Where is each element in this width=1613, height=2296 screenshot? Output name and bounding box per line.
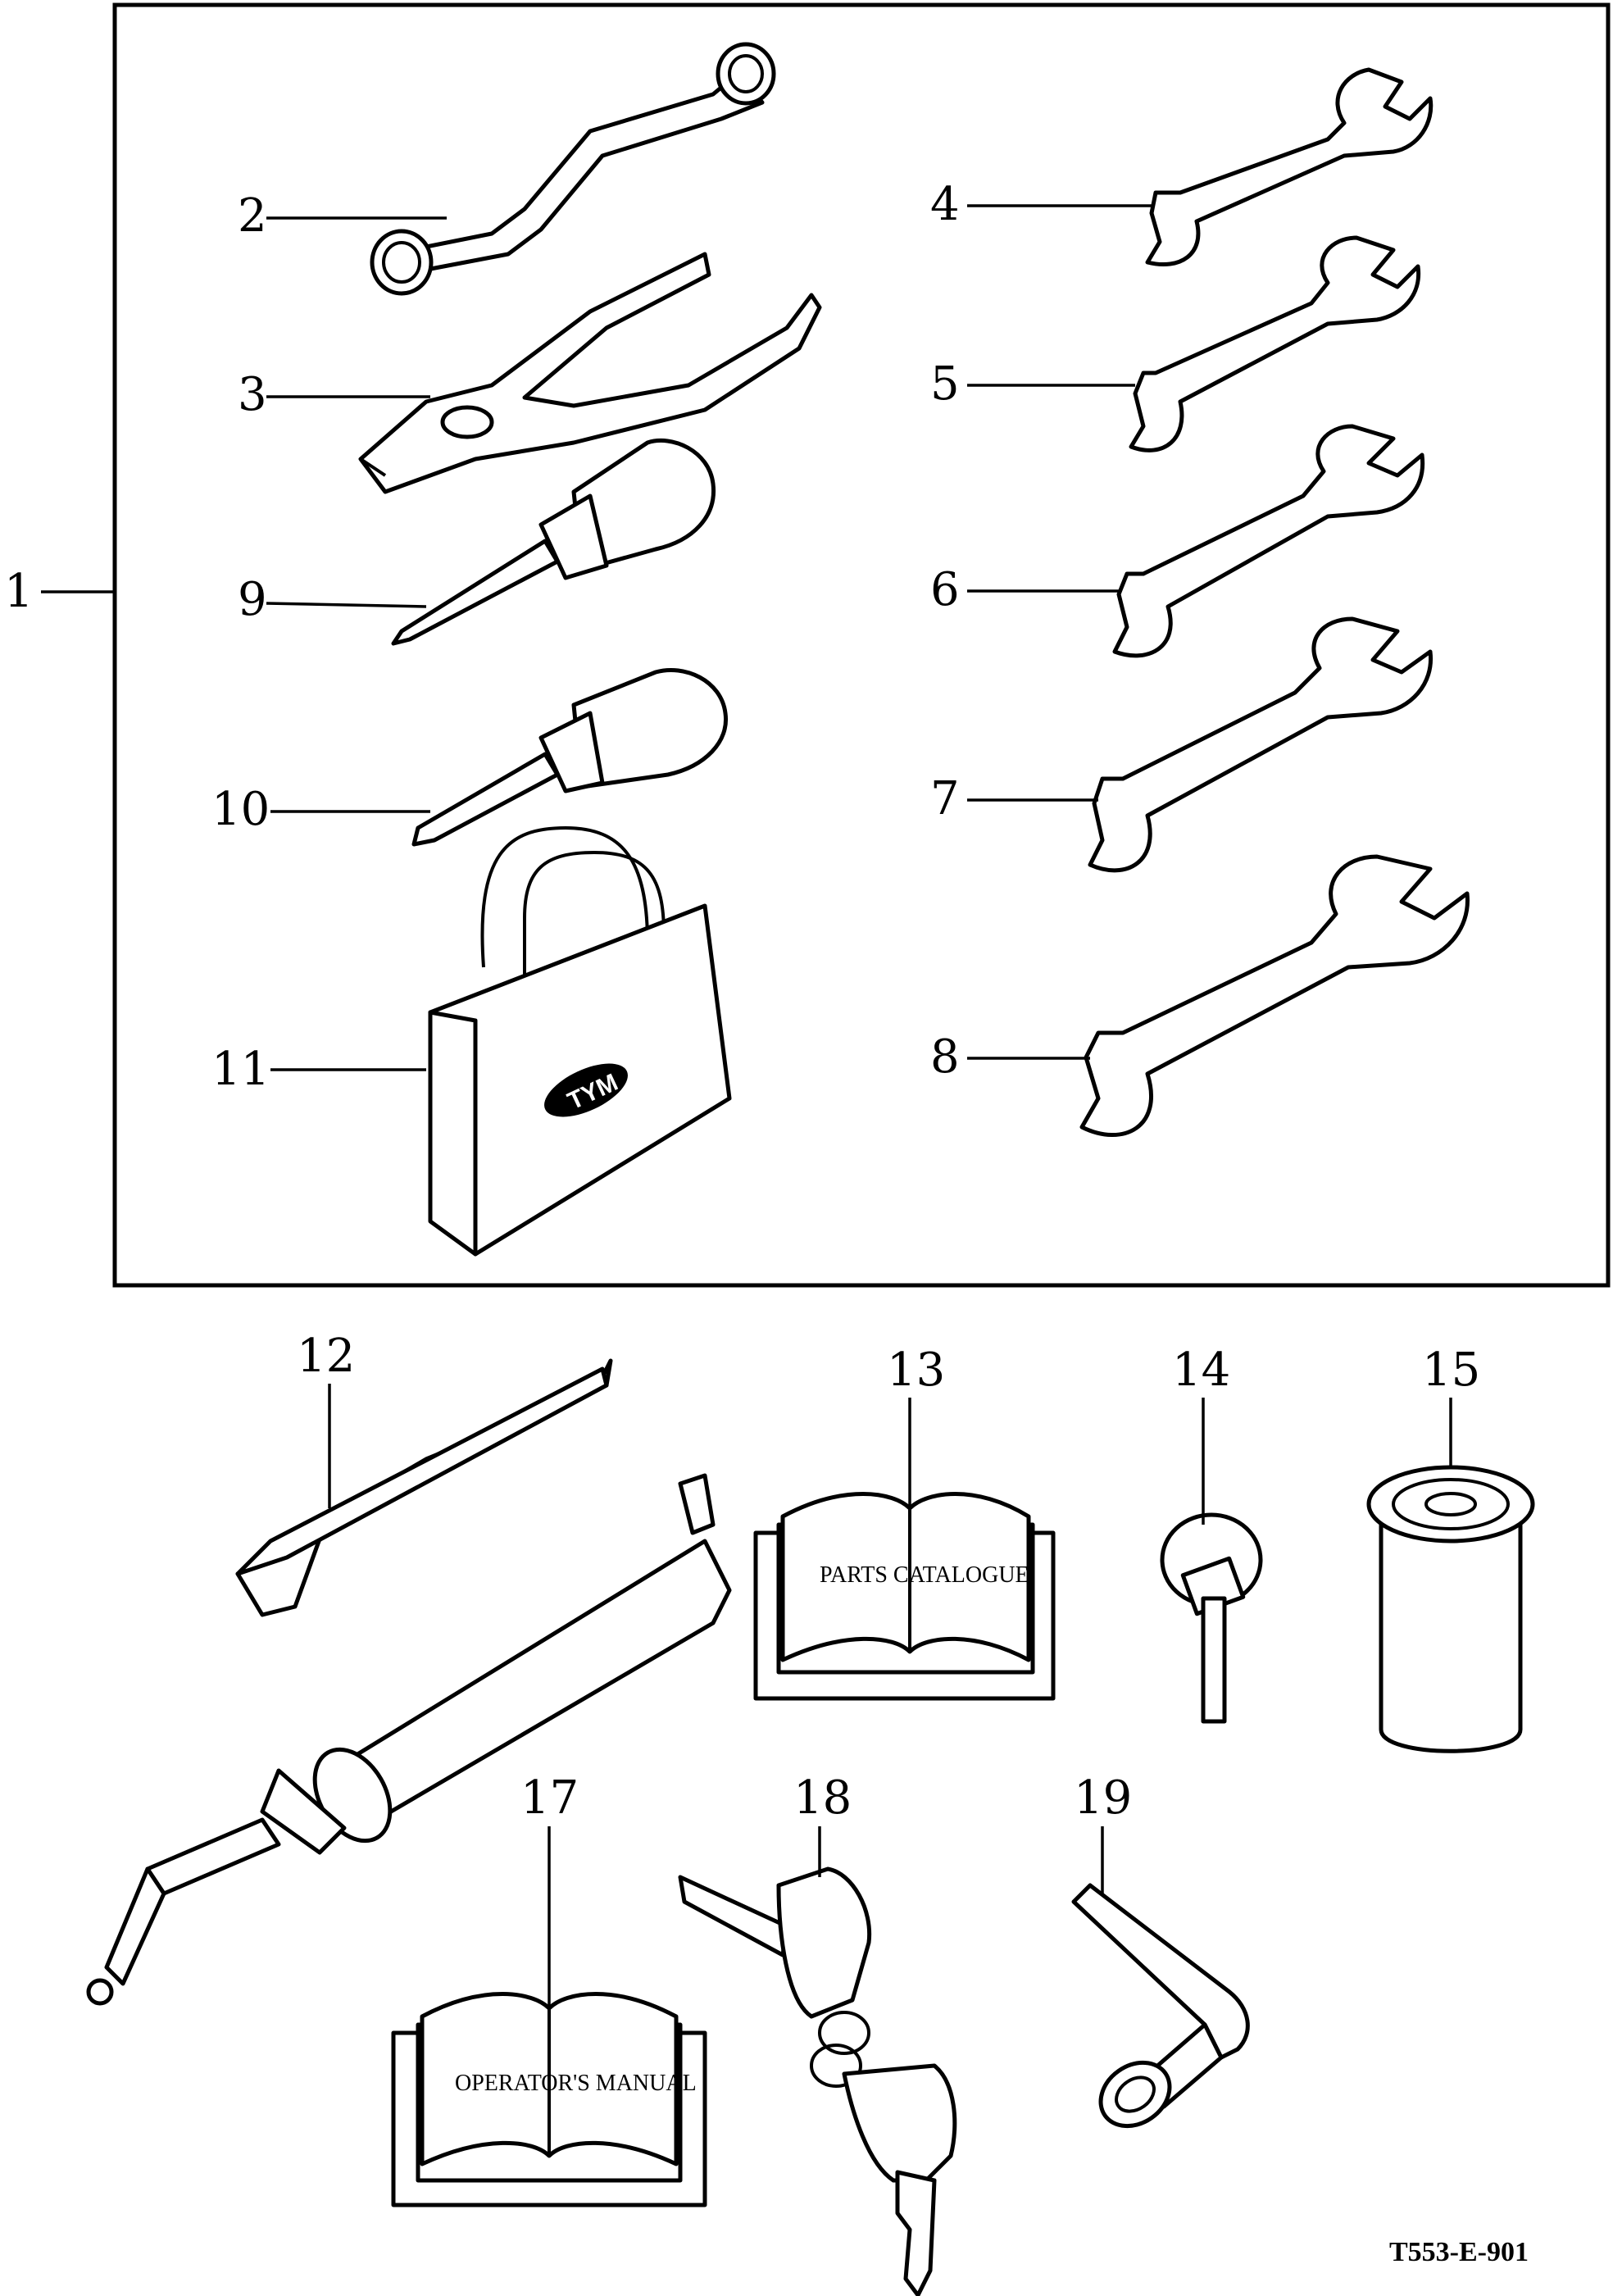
operators-manual-title: OPERATOR'S MANUAL bbox=[455, 2071, 697, 2096]
open-end-wrench-7 bbox=[1088, 616, 1434, 873]
callout-2: 2 bbox=[238, 189, 447, 243]
drawing-code: T553-E-901 bbox=[1389, 2237, 1529, 2267]
callout-12: 12 bbox=[297, 1330, 355, 1508]
callout-7-label: 7 bbox=[930, 772, 960, 825]
callout-4: 4 bbox=[930, 178, 1152, 231]
callout-19-label: 19 bbox=[1074, 1771, 1132, 1825]
ring-spanner-icon bbox=[370, 42, 776, 296]
callout-14-label: 14 bbox=[1172, 1344, 1230, 1397]
callout-12-label: 12 bbox=[297, 1330, 355, 1383]
box-wrench-icon bbox=[1071, 1883, 1250, 2129]
parts-catalogue-title: PARTS CATALOGUE bbox=[820, 1562, 1029, 1588]
callout-15-label: 15 bbox=[1422, 1344, 1480, 1397]
tool-kit-frame bbox=[112, 2, 1611, 1288]
callout-18: 18 bbox=[793, 1771, 852, 1877]
callout-17: 17 bbox=[520, 1771, 579, 2008]
callout-11-label: 11 bbox=[211, 1043, 270, 1096]
callout-10-label: 10 bbox=[211, 783, 270, 836]
open-end-wrench-6 bbox=[1112, 424, 1425, 658]
open-end-wrench-8 bbox=[1079, 854, 1470, 1137]
callout-18-label: 18 bbox=[793, 1771, 852, 1825]
open-end-wrench-4 bbox=[1145, 67, 1434, 267]
pliers-icon bbox=[358, 252, 822, 494]
callout-8-label: 8 bbox=[930, 1030, 960, 1084]
tyam-logo bbox=[544, 1063, 628, 1117]
callout-5: 5 bbox=[930, 357, 1135, 411]
phillips-screwdriver-icon bbox=[391, 438, 716, 646]
open-end-wrench-5 bbox=[1129, 235, 1421, 452]
callout-2-label: 2 bbox=[238, 189, 267, 243]
callout-1-label: 1 bbox=[4, 565, 34, 618]
callout-7: 7 bbox=[930, 772, 1098, 825]
callout-11: 11 bbox=[211, 1043, 426, 1096]
key-set-icon bbox=[678, 1866, 957, 2296]
callout-15: 15 bbox=[1422, 1344, 1480, 1467]
callout-4-label: 4 bbox=[930, 178, 960, 231]
callout-19: 19 bbox=[1074, 1771, 1132, 1894]
callout-9: 9 bbox=[238, 573, 427, 626]
callout-3: 3 bbox=[238, 368, 430, 421]
callout-3-label: 3 bbox=[238, 368, 267, 421]
callout-14: 14 bbox=[1172, 1344, 1230, 1525]
callout-13: 13 bbox=[887, 1344, 945, 1508]
callout-10: 10 bbox=[211, 783, 430, 836]
tool-bag-icon: TYM bbox=[428, 825, 732, 1257]
callout-1: 1 bbox=[4, 565, 115, 618]
oil-filter-icon bbox=[1366, 1465, 1535, 1753]
callout-5-label: 5 bbox=[930, 357, 960, 411]
parts-catalogue-book-icon: PARTS CATALOGUE bbox=[753, 1492, 1056, 1701]
callout-8: 8 bbox=[930, 1030, 1090, 1084]
grease-gun-icon bbox=[86, 1358, 732, 2006]
callout-17-label: 17 bbox=[520, 1771, 579, 1825]
callout-6-label: 6 bbox=[930, 563, 960, 616]
callout-9-label: 9 bbox=[238, 573, 267, 626]
callout-13-label: 13 bbox=[887, 1344, 945, 1397]
callout-6: 6 bbox=[930, 563, 1119, 616]
operators-manual-book-icon: OPERATOR'S MANUAL bbox=[391, 1992, 707, 2207]
flat-screwdriver-icon bbox=[411, 667, 729, 847]
pin-with-ring-icon bbox=[1160, 1512, 1263, 1724]
